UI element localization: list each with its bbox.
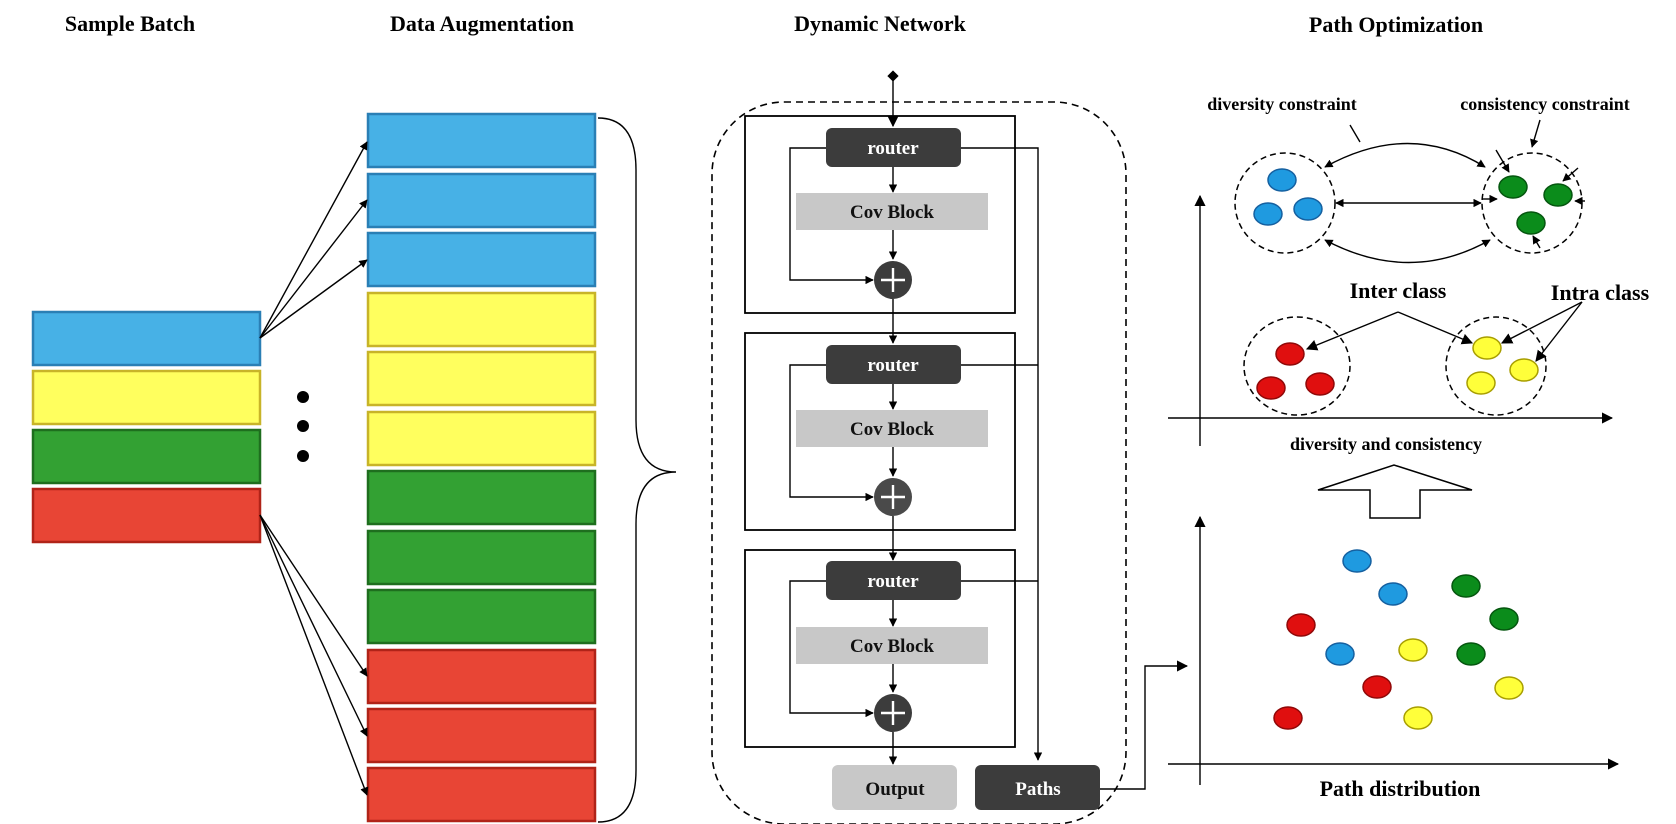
path-dot [1509,358,1539,382]
path-dot [1456,642,1486,666]
hollow-up-arrow [1317,464,1473,519]
title-sample-batch: Sample Batch [65,11,195,36]
network-module-3: router Cov Block [744,549,1016,748]
path-dot [1403,706,1433,730]
path-dot [1472,336,1502,360]
path-dot [1275,342,1305,366]
augmentation-arrows [259,141,369,796]
path-dot [1398,638,1428,662]
path-dot [1466,371,1496,395]
yellow-cluster [1445,316,1547,416]
network-container [711,101,1127,824]
consistency-arrows [1482,119,1585,249]
red-cluster [1243,316,1351,416]
augmented-stack [366,112,597,823]
output-label: Output [865,779,925,800]
intra-class-label: Intra class [1551,280,1650,305]
paths-to-distribution-arrow [1100,660,1189,790]
path-dot [1362,675,1392,699]
cov-block [796,627,988,664]
router-box [826,128,961,167]
router-label: router [867,138,919,159]
curly-brace [597,117,677,823]
sample-green [31,428,262,485]
path-dot [1498,175,1528,199]
sample-yellow [31,369,262,426]
title-data-augmentation: Data Augmentation [390,11,574,36]
path-dot [1253,202,1283,226]
sample-blue [31,310,262,367]
cov-block [796,410,988,447]
cov-block [796,193,988,230]
sample-batch [31,310,262,544]
sample-red [31,487,262,544]
title-path-optimization: Path Optimization [1309,12,1483,37]
path-distribution-label: Path distribution [1320,776,1481,801]
path-dot [1325,642,1355,666]
title-dynamic-network: Dynamic Network [794,11,966,36]
paths-label: Paths [1015,779,1060,800]
path-dot [1378,582,1408,606]
cov-block-label: Cov Block [850,636,934,657]
output-box [832,765,957,810]
inter-class-label: Inter class [1350,278,1447,303]
cov-block-label: Cov Block [850,419,934,440]
path-distribution-dots [1273,549,1524,730]
router-box [826,561,961,600]
ellipsis-dots [297,391,309,462]
cov-block-label: Cov Block [850,202,934,223]
router-label: router [867,571,919,592]
path-dot [1273,706,1303,730]
path-dot [1543,183,1573,207]
router-box [826,345,961,384]
router-label: router [867,355,919,376]
paths-box [975,765,1100,810]
path-dot [1293,197,1323,221]
path-dot [1494,676,1524,700]
path-dot [1516,211,1546,235]
path-signal-lines [961,147,1043,761]
path-dot [1305,372,1335,396]
diversity-constraint-label: diversity constraint [1207,94,1356,114]
path-dot [1256,376,1286,400]
diversity-and-consistency-label: diversity and consistency [1290,434,1482,454]
path-dot [1342,549,1372,573]
path-dot [1489,607,1519,631]
path-dot [1267,168,1297,192]
network-module-2: router Cov Block [744,332,1016,531]
path-dot [1451,574,1481,598]
diversity-arrows [1324,124,1491,264]
class-arrows [1305,301,1583,362]
blue-cluster [1234,152,1336,254]
consistency-constraint-label: consistency constraint [1460,94,1630,114]
network-module-1: router Cov Block [744,115,1016,314]
path-dot [1286,613,1316,637]
